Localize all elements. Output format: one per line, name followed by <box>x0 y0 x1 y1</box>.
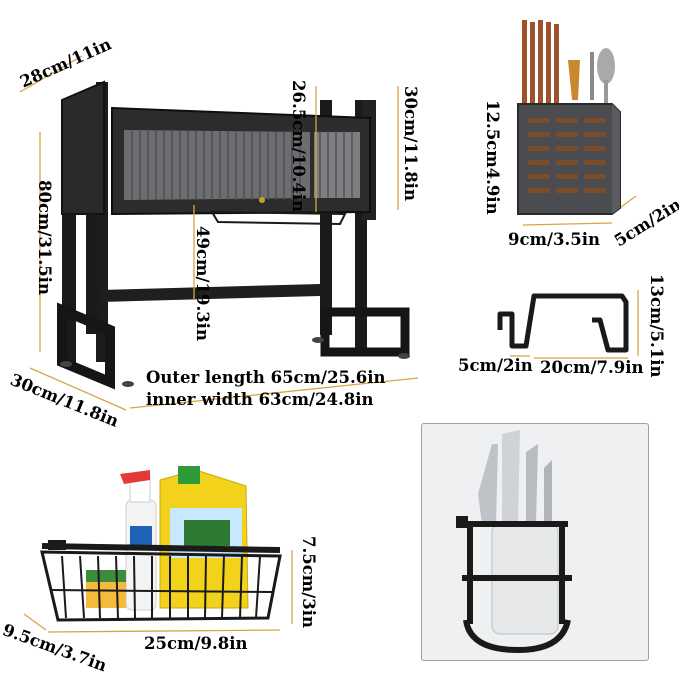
hook-width-label: 20cm/7.9in <box>540 358 644 377</box>
rack-inner-width-label: inner width 63cm/24.8in <box>146 390 374 409</box>
knife-holder-panel <box>421 423 649 661</box>
rack-lower-height-label: 49cm/19.3in <box>193 226 212 341</box>
utensil-height-label: 12.5cm4.9in <box>483 100 502 215</box>
dish-rack <box>57 80 410 390</box>
basket-height-label: 7.5cm/3in <box>299 536 318 628</box>
hook-depth-label: 5cm/2in <box>458 356 533 375</box>
utensil-width-label: 9cm/3.5in <box>508 230 600 249</box>
dimension-guides <box>19 55 639 633</box>
knife-holder <box>456 430 572 654</box>
rack-height-label: 80cm/31.5in <box>35 180 54 295</box>
rack-outer-length-label: Outer length 65cm/25.6in <box>146 368 386 387</box>
rack-shelf-height-label: 30cm/11.8in <box>401 86 420 201</box>
rack-upper-height-label: 26.5cm/10.4in <box>289 80 308 213</box>
basket-width-label: 25cm/9.8in <box>144 634 248 653</box>
hook-rail <box>497 293 629 353</box>
hook-height-label: 13cm/5.1in <box>647 274 666 378</box>
storage-basket <box>40 466 282 622</box>
utensil-holder <box>517 20 621 215</box>
